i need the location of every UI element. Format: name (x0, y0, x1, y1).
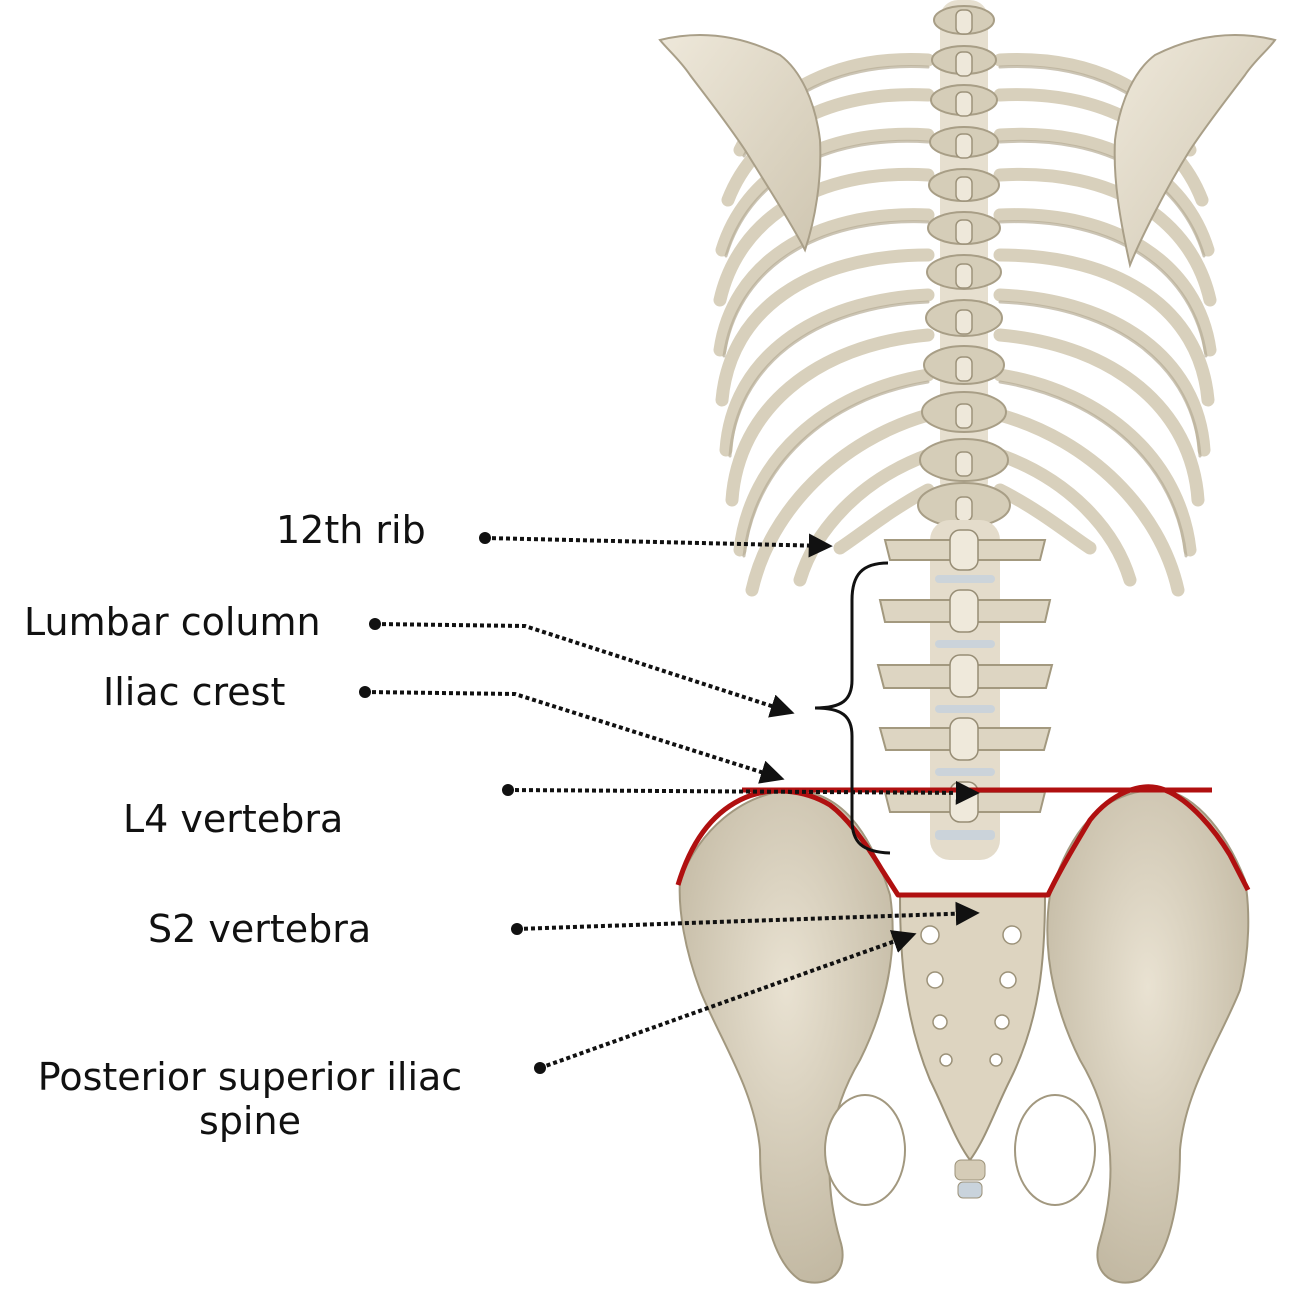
label-psis-line2: spine (20, 1099, 480, 1143)
label-iliac-crest: Iliac crest (103, 670, 285, 714)
thoracic-spine (918, 0, 1010, 527)
label-s2-vertebra: S2 vertebra (148, 907, 371, 951)
label-lumbar-column: Lumbar column (24, 600, 321, 644)
label-psis-line1: Posterior superior iliac (20, 1055, 480, 1099)
lumbar-spine (878, 520, 1052, 860)
label-psis: Posterior superior iliac spine (20, 1055, 480, 1143)
label-l4-vertebra: L4 vertebra (123, 797, 343, 841)
label-12th-rib: 12th rib (276, 508, 426, 552)
pelvis (680, 790, 1249, 1283)
leader-dots (359, 532, 546, 1074)
